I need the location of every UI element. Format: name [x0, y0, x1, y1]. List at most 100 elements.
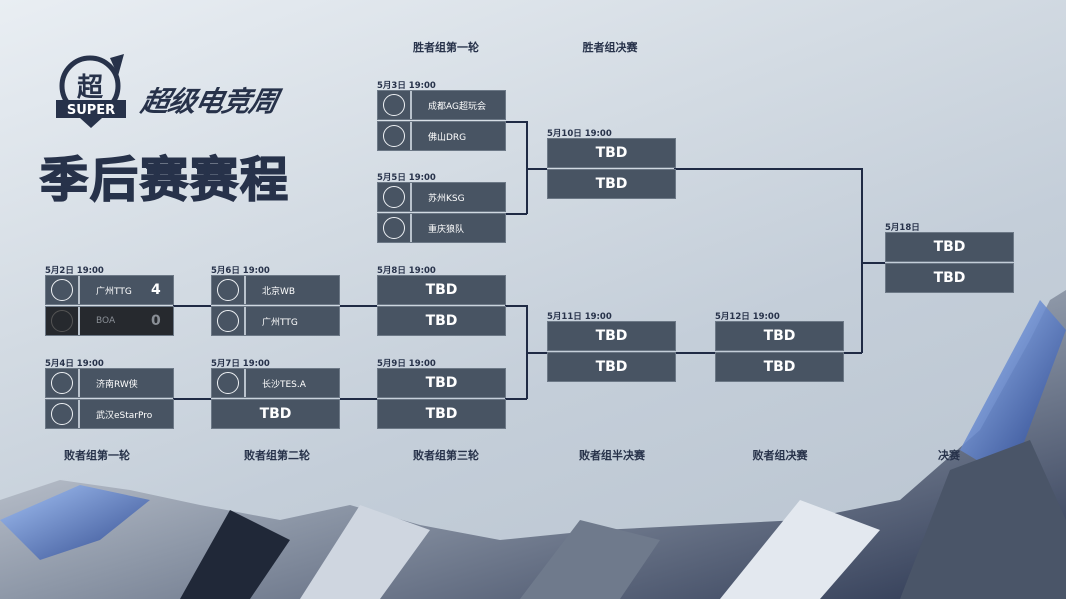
- stage-label-upper-final: 胜者组决赛: [582, 41, 638, 54]
- connector: [505, 398, 527, 400]
- team-name: 苏州KSG: [428, 193, 465, 204]
- team-slot[interactable]: 成都AG超玩会: [377, 90, 506, 120]
- team-logo-icon: [212, 307, 246, 335]
- team-slot[interactable]: 北京WB: [211, 275, 340, 305]
- stage-label-upper-r1: 胜者组第一轮: [413, 41, 479, 54]
- connector: [505, 121, 527, 123]
- team-logo-icon: [46, 307, 80, 335]
- stage-label-lower-r3: 败者组第三轮: [413, 449, 479, 462]
- stage-label-lower-r1: 败者组第一轮: [64, 449, 130, 462]
- team-logo-circle: [383, 94, 405, 116]
- connector: [173, 398, 211, 400]
- team-slot[interactable]: 济南RW侠: [45, 368, 174, 398]
- team-slot[interactable]: TBD: [885, 263, 1014, 293]
- stage-label-lower-semi: 败者组半决赛: [579, 449, 645, 462]
- team-name: 北京WB: [262, 286, 296, 297]
- team-name: 武汉eStarPro: [96, 410, 153, 421]
- team-logo-circle: [217, 279, 239, 301]
- team-slot[interactable]: 佛山DRG: [377, 121, 506, 151]
- team-score: 0: [151, 313, 161, 329]
- team-name: 济南RW侠: [96, 379, 138, 390]
- team-slot[interactable]: 广州TTG: [211, 306, 340, 336]
- match-date: 5月18日: [885, 223, 920, 233]
- team-logo-icon: [212, 369, 246, 397]
- team-slot[interactable]: TBD: [377, 399, 506, 429]
- team-slot[interactable]: 苏州KSG: [377, 182, 506, 212]
- team-name: BOA: [96, 316, 116, 326]
- match-date: 5月4日 19:00: [45, 359, 104, 369]
- team-slot[interactable]: TBD: [885, 232, 1014, 262]
- team-logo-circle: [383, 186, 405, 208]
- connector: [505, 305, 527, 307]
- page-title: 季后赛赛程: [39, 151, 291, 209]
- team-logo-icon: [378, 214, 412, 242]
- team-logo-circle: [383, 217, 405, 239]
- connector: [526, 168, 547, 170]
- match-date: 5月7日 19:00: [211, 359, 270, 369]
- team-slot[interactable]: TBD: [547, 352, 676, 382]
- team-logo-icon: [46, 369, 80, 397]
- stage-label-grand-final: 决赛: [938, 449, 960, 462]
- team-logo-icon: [378, 183, 412, 211]
- team-logo-circle: [51, 279, 73, 301]
- connector: [861, 262, 885, 264]
- match-date: 5月6日 19:00: [211, 266, 270, 276]
- team-logo-circle: [51, 372, 73, 394]
- team-name: 广州TTG: [96, 286, 132, 297]
- connector: [674, 168, 862, 170]
- match-date: 5月9日 19:00: [377, 359, 436, 369]
- connector: [674, 352, 715, 354]
- team-slot[interactable]: TBD: [547, 169, 676, 199]
- brand-name: 超级电竞周: [138, 85, 281, 118]
- team-logo-icon: [46, 400, 80, 428]
- team-slot[interactable]: 长沙TES.A: [211, 368, 340, 398]
- team-score: 4: [151, 282, 161, 298]
- team-logo-circle: [217, 310, 239, 332]
- team-logo-icon: [46, 276, 80, 304]
- team-slot[interactable]: TBD: [377, 306, 506, 336]
- team-slot[interactable]: TBD: [211, 399, 340, 429]
- svg-text:超: 超: [77, 73, 104, 103]
- team-name: 佛山DRG: [428, 132, 467, 143]
- match-date: 5月5日 19:00: [377, 173, 436, 183]
- connector: [340, 398, 377, 400]
- connector: [505, 213, 527, 215]
- team-slot[interactable]: TBD: [377, 368, 506, 398]
- team-slot[interactable]: TBD: [377, 275, 506, 305]
- team-slot[interactable]: 武汉eStarPro: [45, 399, 174, 429]
- team-slot[interactable]: 重庆狼队: [377, 213, 506, 243]
- team-slot[interactable]: TBD: [547, 138, 676, 168]
- connector: [340, 305, 377, 307]
- stage-label-lower-final: 败者组决赛: [752, 449, 808, 462]
- connector: [842, 352, 862, 354]
- team-slot[interactable]: BOA 0: [45, 306, 174, 336]
- team-logo-circle: [217, 372, 239, 394]
- team-logo-icon: [378, 122, 412, 150]
- match-date: 5月2日 19:00: [45, 266, 104, 276]
- connector: [173, 305, 211, 307]
- svg-text:SUPER: SUPER: [67, 103, 115, 118]
- team-name: 广州TTG: [262, 317, 298, 328]
- team-slot[interactable]: TBD: [715, 321, 844, 351]
- team-slot[interactable]: 广州TTG 4: [45, 275, 174, 305]
- team-slot[interactable]: TBD: [547, 321, 676, 351]
- connector: [526, 121, 528, 214]
- match-date: 5月3日 19:00: [377, 81, 436, 91]
- team-slot[interactable]: TBD: [715, 352, 844, 382]
- match-date: 5月10日 19:00: [547, 129, 612, 139]
- team-logo-icon: [378, 91, 412, 119]
- team-logo-circle: [383, 125, 405, 147]
- stage-label-lower-r2: 败者组第二轮: [244, 449, 310, 462]
- match-date: 5月11日 19:00: [547, 312, 612, 322]
- team-logo-circle: [51, 310, 73, 332]
- connector: [526, 352, 547, 354]
- team-name: 成都AG超玩会: [428, 101, 486, 112]
- connector: [861, 168, 863, 353]
- team-logo-icon: [212, 276, 246, 304]
- team-name: 重庆狼队: [428, 224, 465, 235]
- team-logo-circle: [51, 403, 73, 425]
- match-date: 5月12日 19:00: [715, 312, 780, 322]
- match-date: 5月8日 19:00: [377, 266, 436, 276]
